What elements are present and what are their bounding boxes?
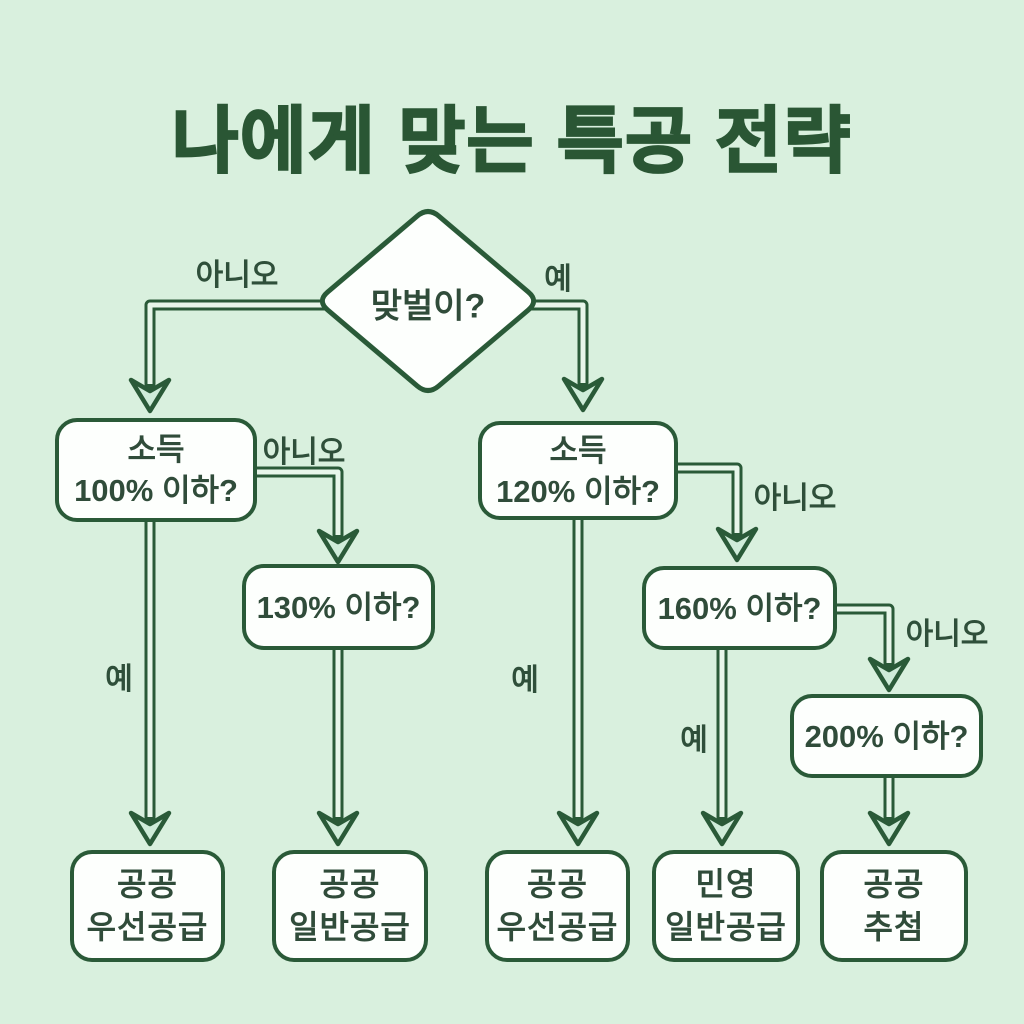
decision-income-200-label: 200% 이하? xyxy=(804,718,969,754)
edge-label-yes: 예 xyxy=(511,664,539,697)
arrow-down-icon xyxy=(715,526,759,563)
edge-no-to-income-200 xyxy=(829,603,911,693)
arrow-down-icon xyxy=(867,810,911,847)
edge-label-yes: 예 xyxy=(680,724,708,757)
decision-income-160: 160% 이하? xyxy=(642,566,837,650)
decision-income-200: 200% 이하? xyxy=(790,694,983,778)
edge-label-no: 아니오 xyxy=(195,259,279,292)
edge-yes-to-private-general xyxy=(700,642,744,847)
decision-income-100: 소득 100% 이하? xyxy=(55,418,257,522)
result-public-lottery: 공공 추첨 xyxy=(820,850,968,962)
edge-to-public-lottery xyxy=(867,769,911,847)
result-line: 공공 xyxy=(863,866,925,902)
edge-no-to-income-130 xyxy=(249,466,360,565)
arrow-down-icon xyxy=(867,656,911,693)
decision-income-160-label: 160% 이하? xyxy=(657,590,822,626)
edge-label-no: 아니오 xyxy=(262,436,346,469)
result-line: 민영 xyxy=(695,866,757,902)
decision-income-100-line1: 소득 xyxy=(127,432,185,467)
edge-to-public-general xyxy=(316,642,360,847)
result-public-general: 공공 일반공급 xyxy=(272,850,428,962)
edge-yes-to-income-120 xyxy=(522,299,605,413)
decision-income-130-label: 130% 이하? xyxy=(256,589,421,625)
decision-income-130: 130% 이하? xyxy=(242,564,435,650)
decision-diamond xyxy=(319,209,537,393)
result-line: 일반공급 xyxy=(665,909,787,945)
edge-label-yes: 예 xyxy=(105,663,133,696)
arrow-down-icon xyxy=(316,810,360,847)
arrow-down-icon xyxy=(700,810,744,847)
arrow-down-icon xyxy=(556,810,600,847)
result-line: 우선공급 xyxy=(496,909,619,945)
result-line: 공공 xyxy=(117,866,178,902)
page-title: 나에게 맞는 특공 전략 xyxy=(171,101,853,184)
edge-no-to-income-160 xyxy=(670,462,759,563)
arrow-down-icon xyxy=(128,810,172,847)
result-line: 공공 xyxy=(527,866,588,902)
edge-label-no: 아니오 xyxy=(753,482,837,515)
decision-income-120-line2: 120% 이하? xyxy=(496,473,660,509)
decision-income-120: 소득 120% 이하? xyxy=(478,421,678,520)
arrow-down-icon xyxy=(561,376,605,413)
decision-income-100-line2: 100% 이하? xyxy=(74,473,238,508)
edge-yes-to-public-priority-right xyxy=(556,512,600,847)
edge-no-to-income-100 xyxy=(128,299,336,414)
decision-income-120-line1: 소득 xyxy=(549,432,607,468)
edge-label-no: 아니오 xyxy=(905,618,989,651)
result-line: 일반공급 xyxy=(289,909,411,945)
result-line: 공공 xyxy=(319,866,381,902)
result-public-priority-right: 공공 우선공급 xyxy=(485,850,630,962)
edge-yes-to-public-priority-left xyxy=(128,512,172,847)
decision-dual-income-label: 맞벌이? xyxy=(370,287,486,326)
arrow-down-icon xyxy=(316,528,360,565)
result-private-general: 민영 일반공급 xyxy=(652,850,800,962)
result-line: 추첨 xyxy=(863,909,925,945)
result-line: 우선공급 xyxy=(86,909,209,945)
arrow-down-icon xyxy=(128,377,172,414)
result-public-priority-left: 공공 우선공급 xyxy=(70,850,225,962)
edge-label-yes: 예 xyxy=(544,263,572,296)
